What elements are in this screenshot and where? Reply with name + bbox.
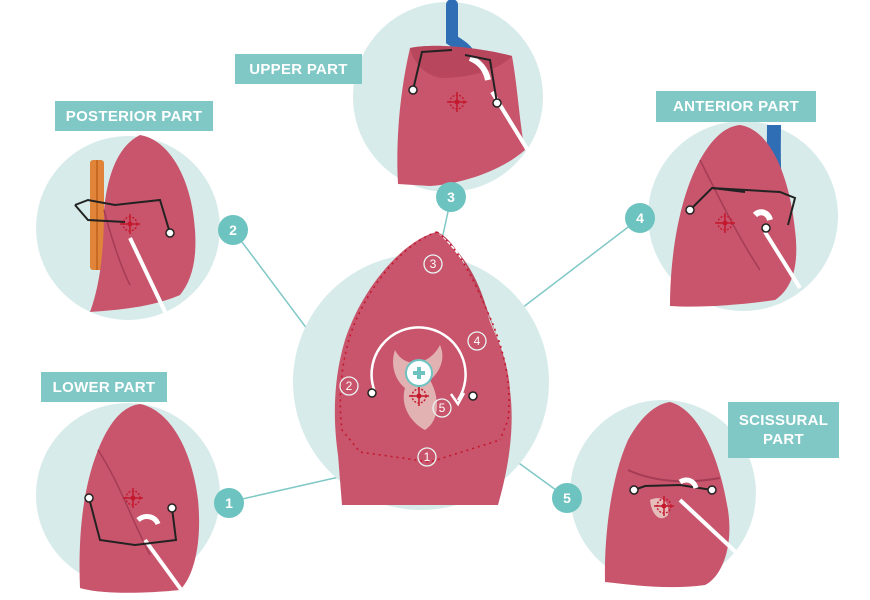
posterior-part-text: POSTERIOR PART — [65, 107, 203, 125]
center-marker-2: 2 — [339, 376, 359, 396]
center-marker-1: 1 — [417, 447, 437, 467]
upper-part-view — [353, 0, 543, 192]
scissural-part-label: SCISSURAL PART — [728, 402, 839, 458]
center-lung-view — [293, 231, 549, 510]
posterior-part-label: POSTERIOR PART — [55, 101, 213, 131]
posterior-part-view — [36, 135, 220, 320]
marker-3-badge: 3 — [436, 182, 466, 212]
scissural-part-view — [570, 400, 756, 588]
marker-1-badge: 1 — [214, 488, 244, 518]
upper-part-label: UPPER PART — [235, 54, 362, 84]
lower-part-view — [36, 403, 220, 597]
lower-part-label: LOWER PART — [41, 372, 167, 402]
marker-2-badge: 2 — [218, 215, 248, 245]
center-marker-5-label: 5 — [439, 401, 446, 415]
lower-part-text: LOWER PART — [52, 378, 156, 396]
center-marker-3-label: 3 — [430, 257, 437, 271]
marker-5-label: 5 — [563, 490, 571, 506]
center-marker-4: 4 — [467, 331, 487, 351]
center-marker-4-label: 4 — [474, 334, 481, 348]
center-marker-5: 5 — [432, 398, 452, 418]
center-marker-1-label: 1 — [424, 450, 431, 464]
marker-5-badge: 5 — [552, 483, 582, 513]
marker-4-label: 4 — [636, 210, 644, 226]
upper-part-text: UPPER PART — [249, 60, 348, 78]
anterior-part-text: ANTERIOR PART — [672, 98, 800, 115]
anterior-part-view — [648, 121, 838, 311]
center-marker-2-label: 2 — [346, 379, 353, 393]
marker-1-label: 1 — [225, 495, 233, 511]
marker-3-label: 3 — [447, 189, 455, 205]
scissural-part-text-line1: SCISSURAL — [738, 412, 829, 429]
marker-4-badge: 4 — [625, 203, 655, 233]
anterior-part-label: ANTERIOR PART — [656, 91, 816, 122]
center-marker-3: 3 — [423, 254, 443, 274]
scissural-part-text-line2: PART — [763, 431, 804, 448]
marker-2-label: 2 — [229, 222, 237, 238]
